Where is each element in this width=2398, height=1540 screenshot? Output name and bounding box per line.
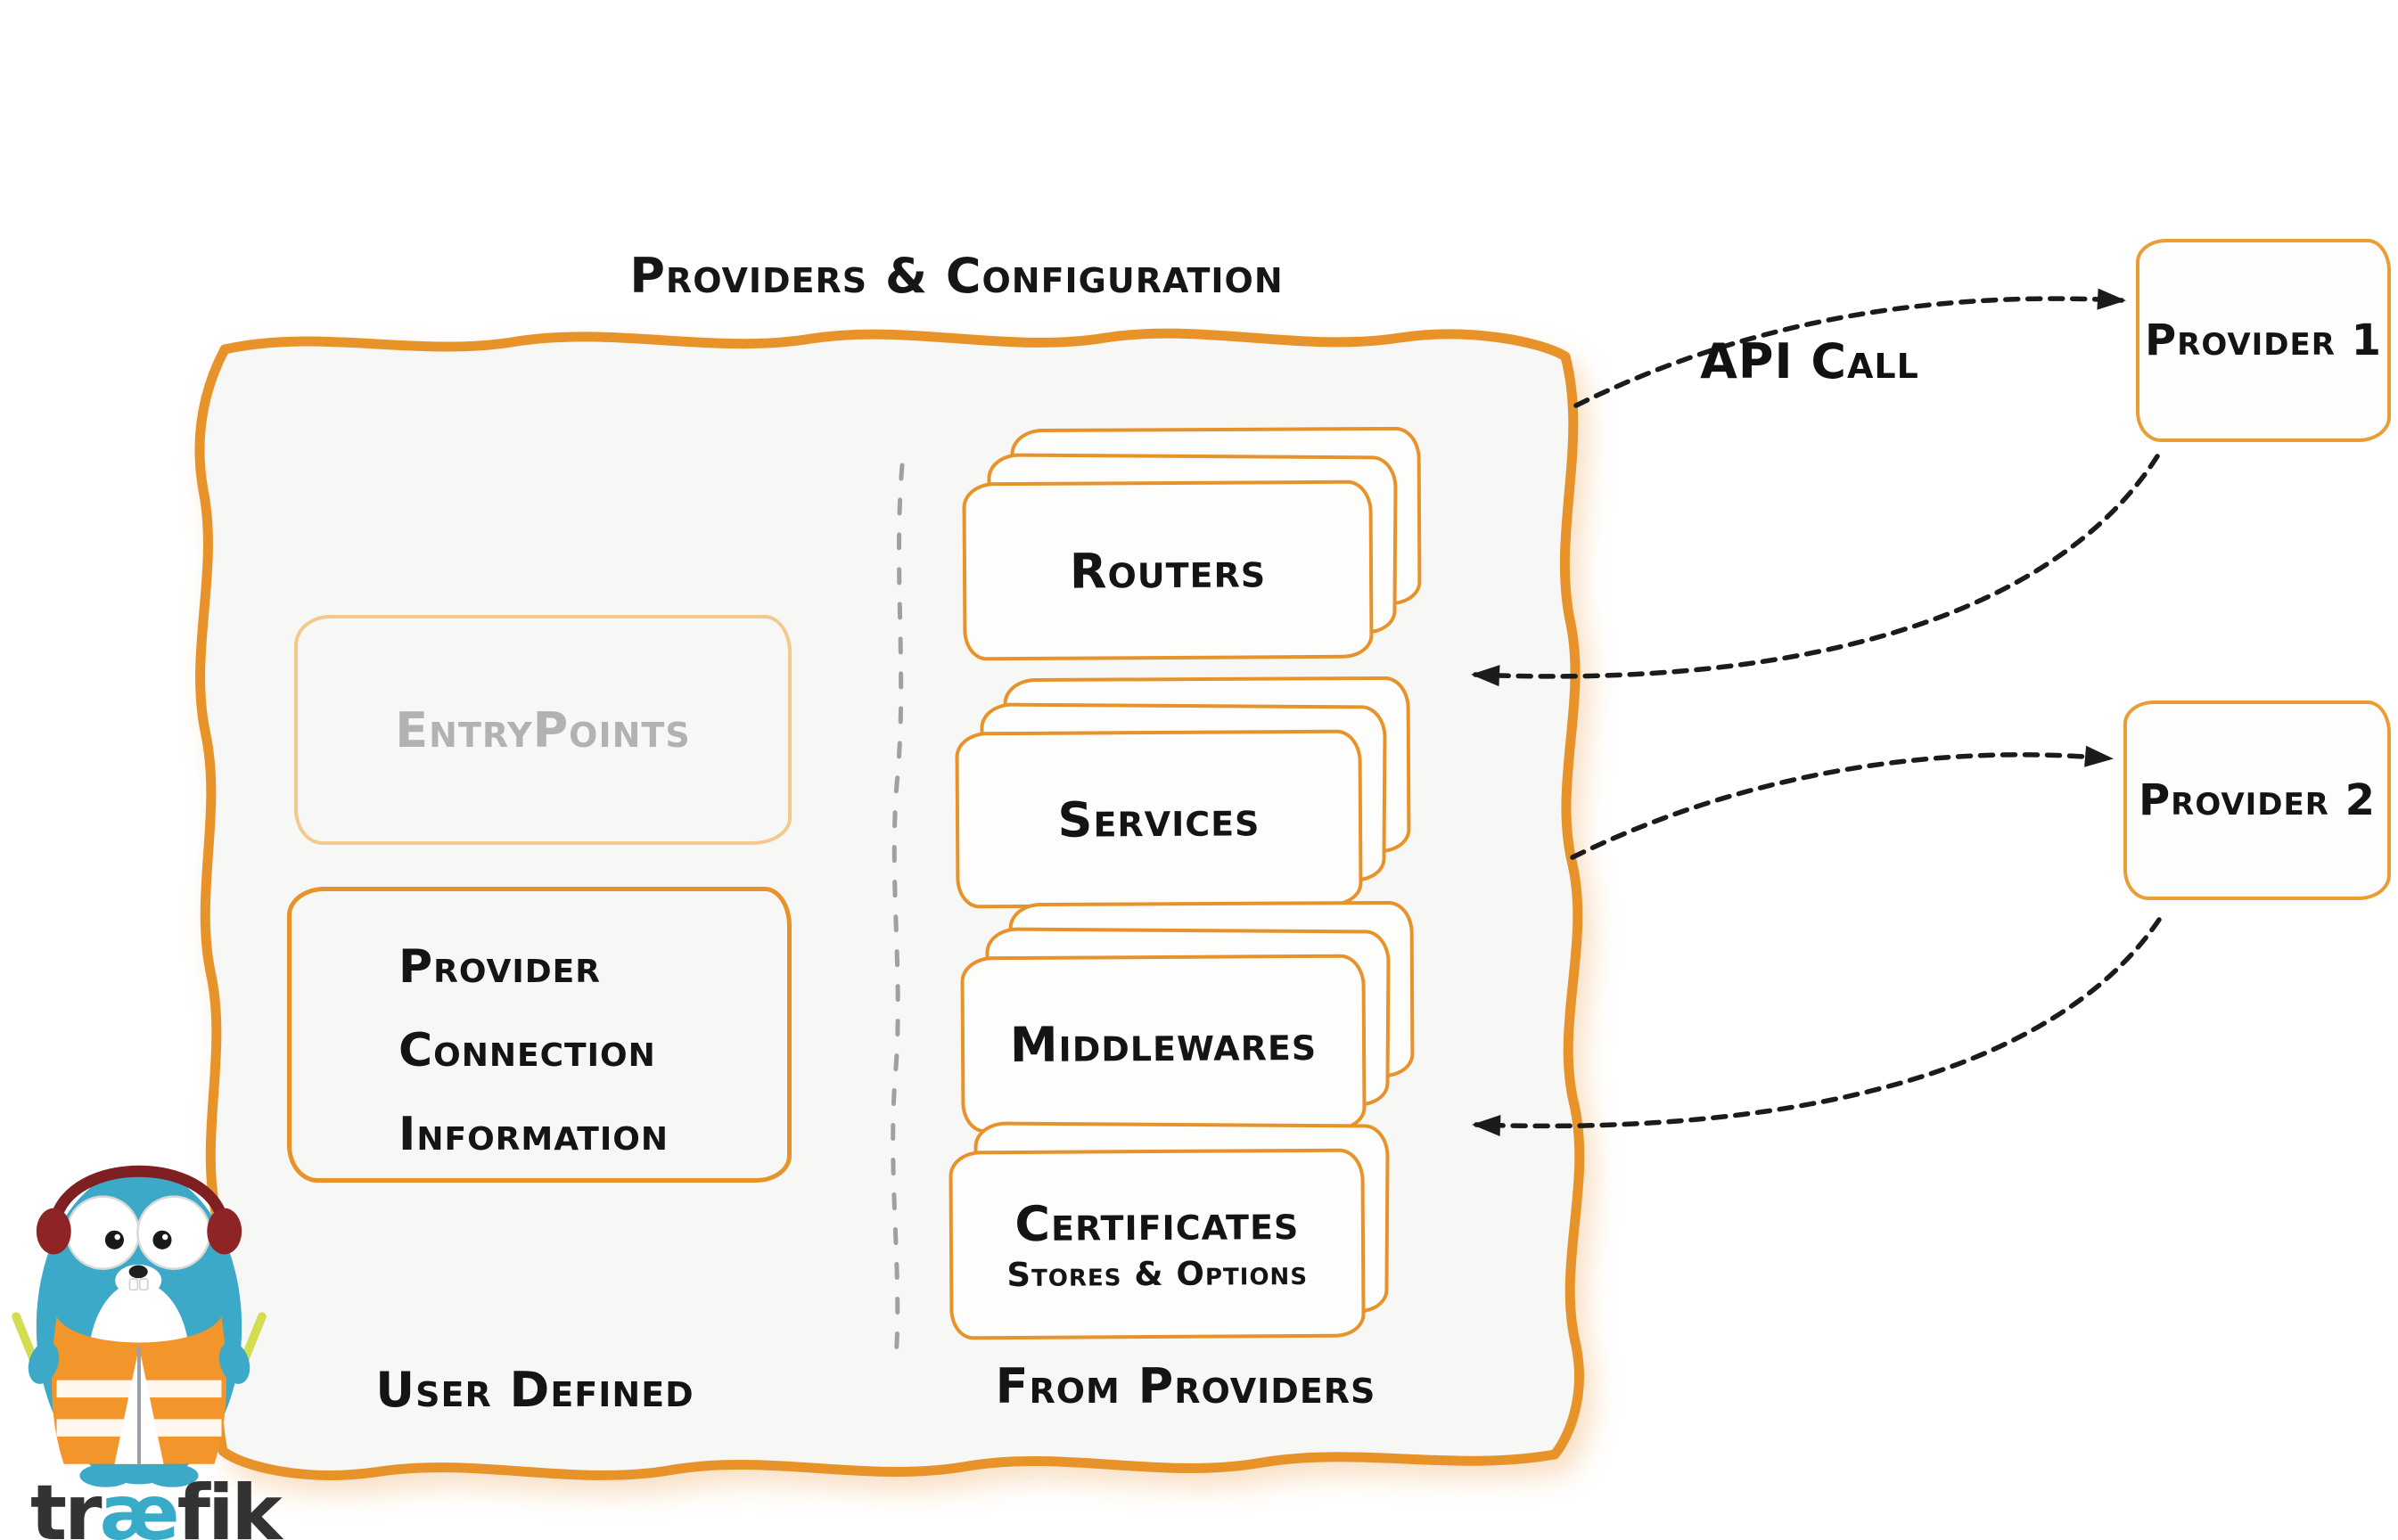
- arrow-provider1-to-box: [1471, 454, 2160, 687]
- entrypoints-box: EntryPoints: [294, 615, 792, 845]
- arrow-box-to-provider2: [1570, 745, 2114, 860]
- certificates-sublabel: Stores & Options: [1006, 1253, 1309, 1295]
- traefik-mascot: [12, 1165, 267, 1487]
- headphones-icon: [36, 1165, 242, 1255]
- from-providers-footer: From Providers: [995, 1358, 1376, 1414]
- provider-1-label: Provider 1: [2144, 315, 2383, 365]
- services-label: Services: [1057, 790, 1261, 848]
- provider-1-box: Provider 1: [2136, 239, 2391, 442]
- gopher-feet: [79, 1463, 199, 1487]
- api-call-label: API Call: [1700, 333, 1919, 389]
- provider-2-label: Provider 2: [2138, 775, 2377, 825]
- provider-connection-box: Provider Connection Information: [287, 887, 792, 1183]
- gopher-arms: [28, 1341, 250, 1384]
- entrypoints-label: EntryPoints: [395, 701, 691, 758]
- services-stack: Services: [955, 676, 1411, 909]
- wordmark-ae: æ: [99, 1469, 180, 1540]
- services-card: Services: [955, 729, 1363, 909]
- traefik-wordmark: træfik: [30, 1469, 283, 1540]
- provider-connection-line-3: Information: [398, 1108, 669, 1161]
- middlewares-stack: Middlewares: [960, 900, 1415, 1134]
- user-defined-footer: User Defined: [375, 1362, 694, 1418]
- certificates-card: Certificates Stores & Options: [949, 1148, 1366, 1340]
- routers-label: Routers: [1069, 541, 1267, 600]
- provider-2-box: Provider 2: [2123, 700, 2391, 900]
- gopher-face: [65, 1195, 211, 1297]
- routers-stack: Routers: [962, 426, 1422, 661]
- provider-connection-line-2: Connection: [398, 1024, 656, 1077]
- middlewares-label: Middlewares: [1009, 1014, 1318, 1073]
- certificates-label: Certificates: [1014, 1194, 1300, 1252]
- wordmark-suffix: fik: [177, 1469, 283, 1540]
- routers-card: Routers: [962, 479, 1374, 661]
- safety-vest: [51, 1316, 227, 1464]
- provider-connection-line-1: Provider: [398, 940, 601, 994]
- diagram-title: Providers & Configuration: [629, 248, 1284, 304]
- wordmark-prefix: tr: [30, 1469, 103, 1540]
- arrow-provider2-to-box: [1472, 917, 2162, 1136]
- column-divider: [891, 463, 905, 1361]
- certificates-stack: Certificates Stores & Options: [949, 1121, 1390, 1340]
- middlewares-card: Middlewares: [960, 954, 1367, 1134]
- arrow-box-to-provider1: [1573, 288, 2126, 408]
